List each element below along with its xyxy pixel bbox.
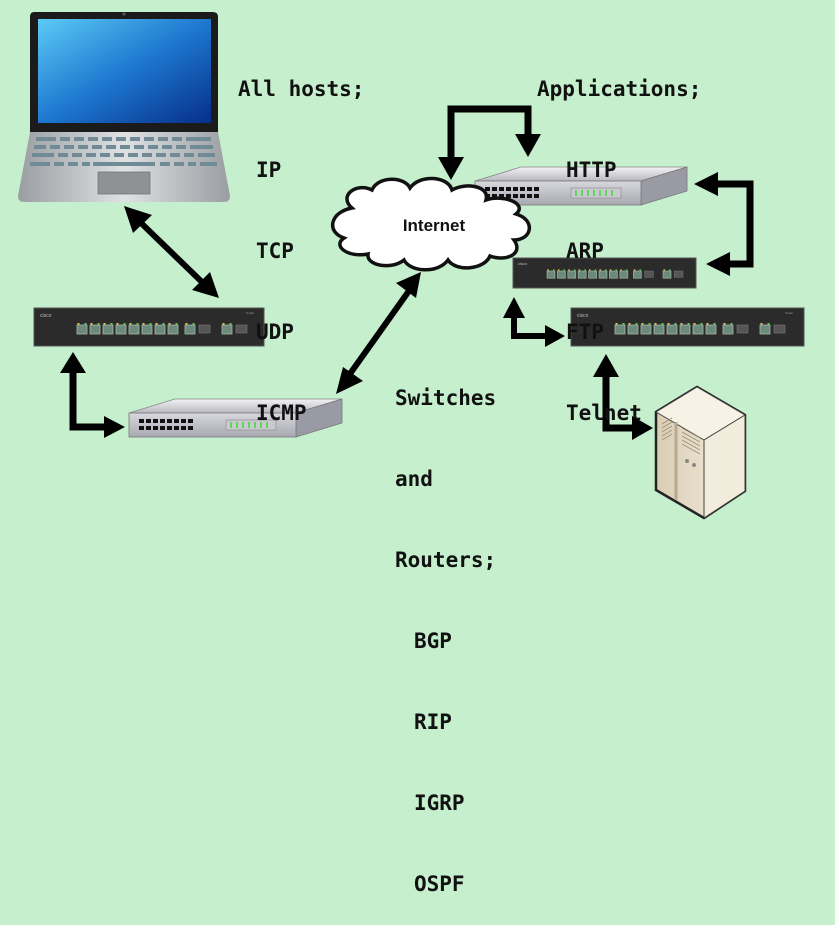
arrow-laptop-to-left-switch [124, 206, 219, 298]
applications-protocol-item: ARP [566, 239, 604, 263]
applications-protocols-label: Applications; HTTP ARP FTP Telnet [537, 22, 701, 454]
applications-protocol-item: FTP [566, 320, 604, 344]
routers-title-line: Routers; [395, 548, 497, 572]
cloud-label: Internet [403, 216, 466, 235]
routers-protocol-item: IGRP [414, 791, 465, 815]
arrow-left-switch-to-left-hub [60, 352, 125, 438]
hosts-protocols-label: All hosts; IP TCP UDP ICMP [238, 22, 364, 454]
server-icon[interactable] [654, 385, 747, 520]
routers-protocol-item: BGP [414, 629, 452, 653]
routers-protocol-item: RIP [414, 710, 452, 734]
svg-text:Small: Small [785, 311, 793, 315]
hub-switch-left-icon[interactable] [128, 398, 343, 438]
routers-protocols-label: Switches and Routers; BGP RIP IGRP OSPF [395, 331, 496, 925]
applications-protocol-item: HTTP [566, 158, 617, 182]
svg-text:cisco: cisco [40, 313, 52, 319]
rack-switch-right-1-icon[interactable]: cisco [512, 257, 697, 289]
svg-text:cisco: cisco [518, 261, 528, 266]
arrow-left-hub-to-cloud [336, 272, 421, 394]
hosts-protocol-item: ICMP [256, 401, 307, 425]
internet-cloud-icon[interactable]: Internet [331, 176, 531, 272]
laptop-icon[interactable] [18, 12, 230, 202]
svg-text:cisco: cisco [577, 313, 589, 319]
hosts-protocol-item: TCP [256, 239, 294, 263]
arrow-right-switch-1-to-right-switch-2 [503, 297, 565, 347]
arrow-right-switch-2-to-server [593, 354, 653, 440]
hosts-title: All hosts; [238, 77, 365, 101]
rack-switch-right-2-icon[interactable]: cisco Small [570, 307, 805, 347]
rack-switch-left-icon[interactable]: cisco Small [33, 307, 265, 347]
arrow-top-hub-to-right-switch-1 [694, 172, 754, 276]
svg-text:Small: Small [246, 311, 254, 315]
routers-protocol-item: OSPF [414, 872, 465, 896]
arrow-cloud-to-top-hub [438, 105, 541, 180]
connection-arrows [60, 105, 754, 440]
applications-title: Applications; [537, 77, 702, 101]
routers-title-line: and [395, 467, 433, 491]
network-diagram: cisco Small [18, 12, 805, 520]
hosts-protocol-item: IP [256, 158, 282, 182]
applications-protocol-item: Telnet [566, 401, 642, 425]
hosts-protocol-item: UDP [256, 320, 294, 344]
routers-title-line: Switches [395, 386, 497, 410]
